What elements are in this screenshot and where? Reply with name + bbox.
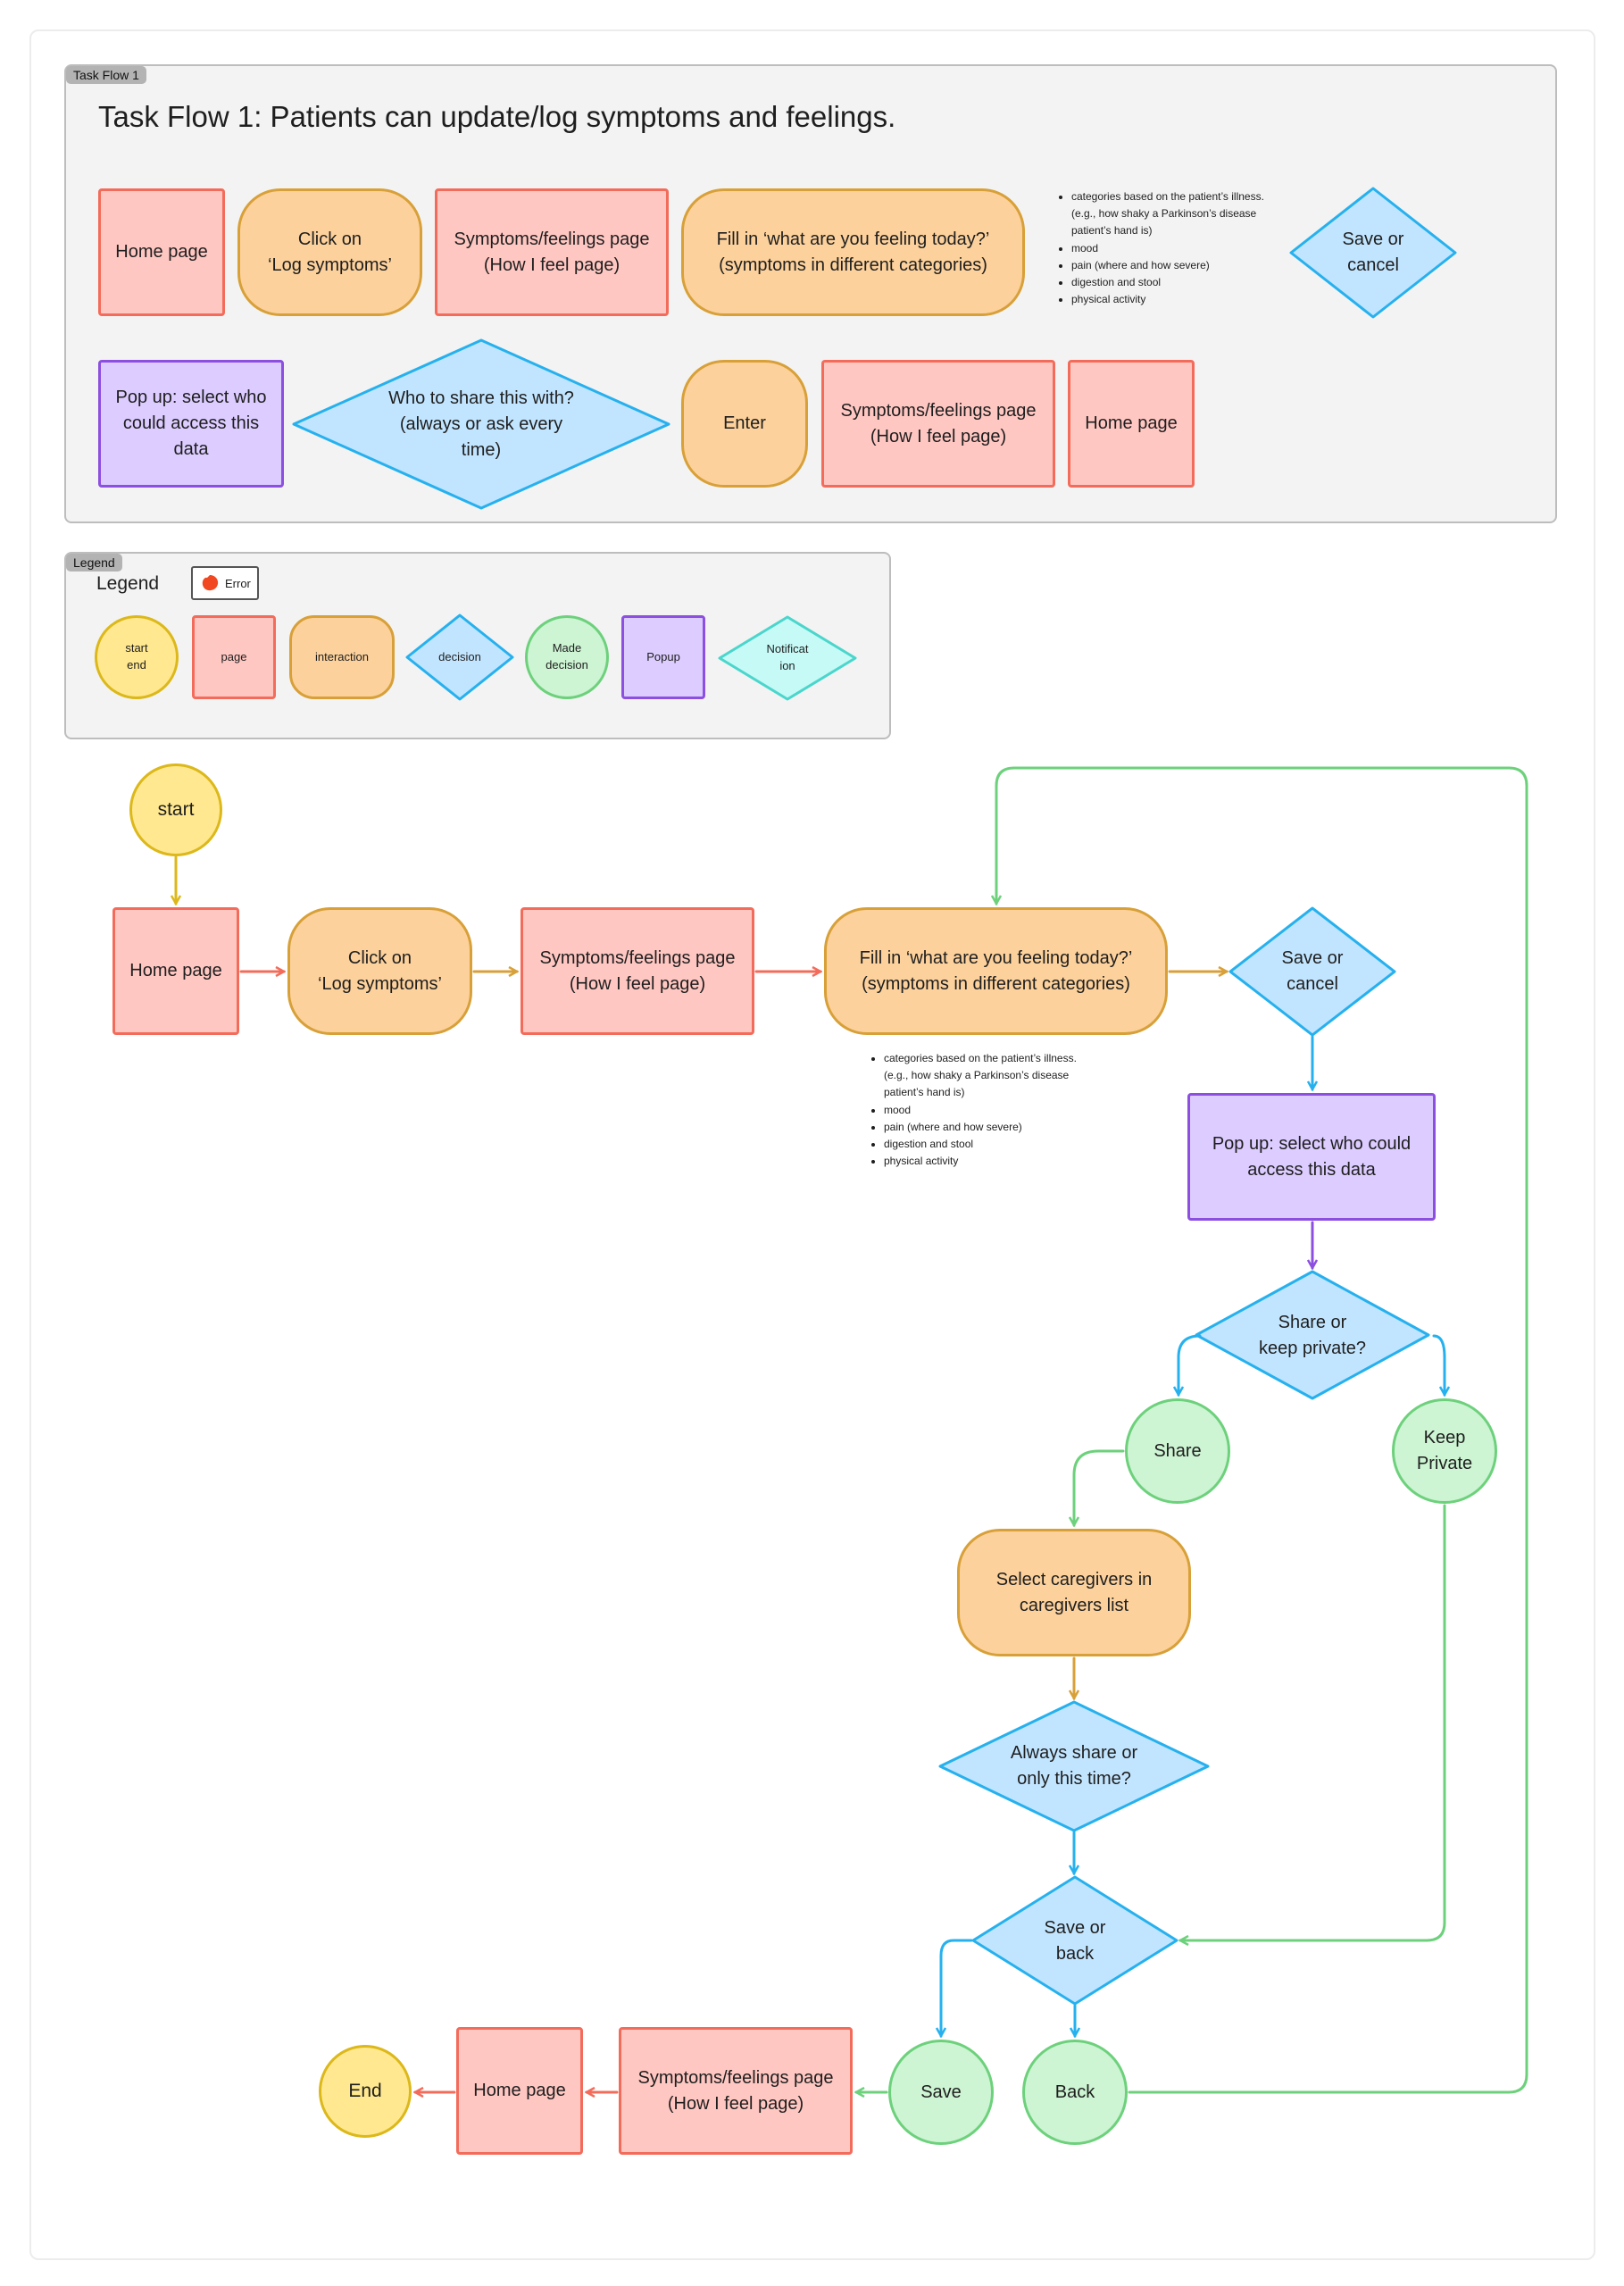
flow-home-page-label: Home page: [129, 961, 222, 980]
legend-page: page: [192, 615, 276, 699]
flow-share-node[interactable]: Share: [1125, 1398, 1230, 1504]
tf-home-page-label-2: Home page: [1085, 413, 1178, 433]
flow-click-log-node[interactable]: Click on ‘Log symptoms’: [287, 907, 472, 1035]
flow-save-node[interactable]: Save: [888, 2040, 994, 2145]
flow-home-page-node[interactable]: Home page: [112, 907, 239, 1035]
tf-bullet-item: pain (where and how severe): [1071, 257, 1286, 274]
legend-tag: Legend: [66, 554, 122, 572]
tf-symptoms-page-node[interactable]: Symptoms/feelings page (How I feel page): [435, 188, 669, 316]
legend-decision-label: decision: [438, 649, 481, 663]
error-icon: [202, 575, 219, 591]
legend-page-label: page: [221, 649, 247, 663]
flow-symptoms-page-node[interactable]: Symptoms/feelings page (How I feel page): [521, 907, 754, 1035]
flow-popup-label: Pop up: select who could access this dat…: [1212, 1133, 1412, 1180]
flow-save-label: Save: [920, 2082, 962, 2102]
flow-end-label: End: [348, 2080, 382, 2101]
legend-error-label: Error: [225, 576, 251, 590]
tf-save-cancel-label: Save or cancel: [1342, 229, 1404, 275]
tf-popup-node[interactable]: Pop up: select who could access this dat…: [98, 360, 284, 488]
legend-interaction-label: interaction: [315, 649, 369, 663]
tf-enter-label: Enter: [723, 413, 766, 433]
flow-symptoms-page-label: Symptoms/feelings page (How I feel page): [539, 947, 736, 994]
tf-home-page-label: Home page: [115, 242, 208, 262]
flow-bullet-item: physical activity: [884, 1153, 1103, 1170]
legend-start-end-label: start end: [125, 641, 148, 672]
flow-select-caregivers-node[interactable]: Select caregivers in caregivers list: [957, 1529, 1191, 1656]
tf-home-page-node[interactable]: Home page: [98, 188, 225, 316]
flow-home-page-label-2: Home page: [473, 2081, 566, 2100]
tf-click-log-label: Click on ‘Log symptoms’: [268, 229, 392, 275]
tf-bullet-item: categories based on the patient’s illnes…: [1071, 188, 1286, 240]
tf-who-share-label: Who to share this with? (always or ask e…: [388, 388, 574, 460]
legend-popup: Popup: [621, 615, 705, 699]
flow-select-caregivers-label: Select caregivers in caregivers list: [995, 1569, 1153, 1615]
tf-symptoms-page-label-2: Symptoms/feelings page (How I feel page): [840, 400, 1037, 446]
flow-fill-in-label: Fill in ‘what are you feeling today?’ (s…: [859, 947, 1133, 994]
flow-start-node[interactable]: start: [129, 763, 222, 856]
flow-back-node[interactable]: Back: [1022, 2040, 1128, 2145]
tf-bullet-item: mood: [1071, 240, 1286, 257]
legend-title: Legend: [96, 573, 160, 594]
flow-end-node[interactable]: End: [319, 2045, 412, 2138]
flow-bullet-item: mood: [884, 1102, 1103, 1119]
legend-error-item: Error: [191, 566, 259, 600]
flow-always-share-label: Always share or only this time?: [1010, 1743, 1138, 1789]
flow-popup-node[interactable]: Pop up: select who could access this dat…: [1187, 1093, 1436, 1221]
tf-bullet-item: physical activity: [1071, 291, 1286, 308]
flow-click-log-label: Click on ‘Log symptoms’: [318, 947, 442, 994]
legend-made-decision-label: Made decision: [545, 641, 588, 672]
flow-save-back-label: Save or back: [1044, 1918, 1106, 1964]
flow-bullet-item: digestion and stool: [884, 1136, 1103, 1153]
legend-start-end: start end: [95, 615, 179, 699]
flow-share-private-label: Share or keep private?: [1258, 1313, 1367, 1358]
flow-start-label: start: [157, 798, 195, 820]
flow-share-label: Share: [1153, 1440, 1202, 1461]
flow-fill-in-node[interactable]: Fill in ‘what are you feeling today?’ (s…: [824, 907, 1168, 1035]
tf-fill-in-node[interactable]: Fill in ‘what are you feeling today?’ (s…: [681, 188, 1025, 316]
legend-notification-label: Notificat ion: [766, 642, 809, 672]
legend-popup-label: Popup: [646, 649, 680, 663]
flow-symptoms-page-label-2: Symptoms/feelings page (How I feel page): [637, 2067, 834, 2114]
tf-enter-node[interactable]: Enter: [681, 360, 808, 488]
flow-keep-private-node[interactable]: Keep Private: [1392, 1398, 1497, 1504]
flow-symptoms-page-node-2[interactable]: Symptoms/feelings page (How I feel page): [619, 2027, 853, 2155]
task-flow-tag: Task Flow 1: [66, 66, 146, 84]
flow-bullet-item: pain (where and how severe): [884, 1119, 1103, 1136]
tf-bullet-item: digestion and stool: [1071, 274, 1286, 291]
task-flow-title: Task Flow 1: Patients can update/log sym…: [98, 100, 896, 133]
tf-fill-in-label: Fill in ‘what are you feeling today?’ (s…: [716, 229, 990, 275]
flow-bullet-list: categories based on the patient’s illnes…: [871, 1050, 1103, 1170]
flow-back-label: Back: [1054, 2082, 1095, 2102]
tf-home-page-node-2[interactable]: Home page: [1068, 360, 1195, 488]
tf-symptoms-page-label: Symptoms/feelings page (How I feel page): [454, 229, 650, 275]
legend-made-decision: Made decision: [525, 615, 609, 699]
tf-popup-label: Pop up: select who could access this dat…: [115, 388, 267, 459]
flow-save-cancel-label: Save or cancel: [1281, 948, 1344, 994]
legend-interaction: interaction: [289, 615, 395, 699]
flow-bullet-item: categories based on the patient’s illnes…: [884, 1050, 1103, 1102]
flow-keep-private-label: Keep Private: [1416, 1428, 1473, 1473]
tf-symptoms-page-node-2[interactable]: Symptoms/feelings page (How I feel page): [821, 360, 1055, 488]
tf-bullet-list: categories based on the patient’s illnes…: [1059, 188, 1286, 308]
tf-click-log-node[interactable]: Click on ‘Log symptoms’: [237, 188, 422, 316]
flow-home-page-node-2[interactable]: Home page: [456, 2027, 583, 2155]
